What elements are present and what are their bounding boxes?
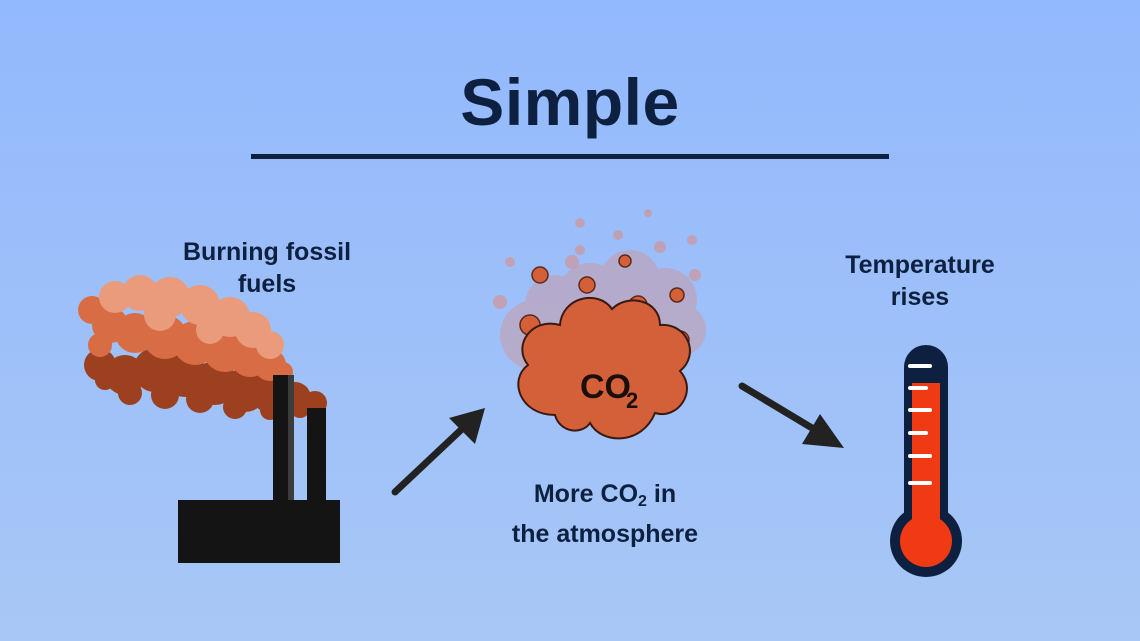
arrow-up-right-icon (391, 408, 485, 496)
factory-smoke-icon (78, 275, 340, 563)
label-line: Burning fossil (182, 238, 352, 266)
cloud-co-text: CO (580, 368, 631, 406)
smoke-light-layer (99, 275, 284, 359)
label-temperature-rises: Temperature rises (800, 249, 1040, 313)
thermometer-icon (890, 345, 962, 577)
co2-cloud (517, 296, 691, 440)
label-subscript: 2 (638, 493, 647, 510)
arrow-down-right-icon (738, 382, 844, 448)
thermometer-ticks (908, 364, 932, 485)
label-line: the atmosphere (511, 520, 699, 548)
title-underline (251, 154, 889, 159)
cloud-sub-text: 2 (626, 388, 638, 413)
slide-title: Simple (460, 65, 680, 139)
label-text: More CO (533, 480, 639, 508)
label-line: fuels (237, 270, 297, 298)
label-burning-fossil-fuels: Burning fossil fuels (152, 236, 382, 300)
co2-cloud-icon: CO 2 (493, 209, 706, 440)
faded-bubbles (493, 209, 701, 309)
label-line: Temperature (845, 251, 995, 279)
label-more-co2: More CO2 in the atmosphere (470, 478, 740, 550)
label-text: in (646, 480, 677, 508)
factory-building (178, 500, 340, 563)
chimney-short (307, 408, 326, 505)
label-line: rises (890, 283, 950, 311)
